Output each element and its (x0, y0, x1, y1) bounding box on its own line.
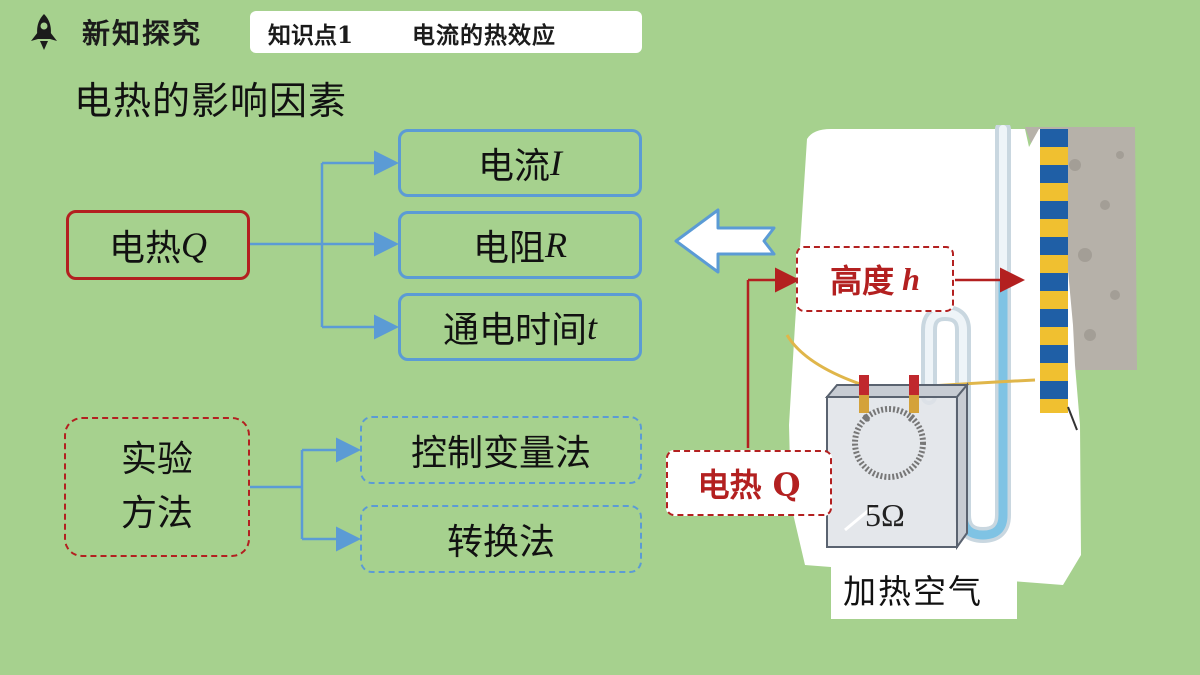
heat-q-label-box: 电热 Q (666, 450, 832, 516)
height-symbol: h (902, 260, 920, 297)
heat-q-text: 电热 (108, 228, 181, 269)
height-label: 高度 (830, 262, 895, 300)
apparatus-drawing (785, 125, 1137, 619)
knowledge-point-label: 知识点1 (268, 22, 354, 49)
experiment-method-box: 实验 方法 (64, 417, 250, 557)
factor-time-symbol: t (587, 307, 598, 347)
experiment-method-line2: 方法 (120, 493, 193, 534)
rocket-icon (31, 14, 57, 50)
page-title: 电热的影响因素 (74, 79, 348, 123)
factor-resistance-text: 电阻 (472, 228, 545, 269)
method-control-variable-box: 控制变量法 (360, 416, 642, 484)
method-conversion: 转换法 (446, 522, 555, 563)
knowledge-point-title: 电流的热效应 (412, 22, 556, 49)
method-control-variable: 控制变量法 (410, 433, 591, 474)
knowledge-point-banner (250, 11, 642, 53)
apparatus-caption: 加热空气 (843, 572, 983, 611)
factor-current-symbol: I (550, 143, 562, 183)
experiment-method-line1: 实验 (120, 439, 193, 480)
apparatus-illustration: 5Ω 加热空气 (785, 125, 1141, 665)
left-arrow-icon (674, 208, 776, 274)
method-conversion-box: 转换法 (360, 505, 642, 573)
factor-time-text: 通电时间 (442, 310, 587, 351)
resistor-value: 5Ω (865, 497, 905, 533)
factor-current-text: 电流 (477, 146, 550, 187)
section-title: 新知探究 (82, 17, 203, 50)
factor-resistance-symbol: R (545, 225, 567, 265)
heat-q-label: 电热 Q (697, 466, 801, 504)
heat-q-symbol: Q (181, 225, 207, 265)
